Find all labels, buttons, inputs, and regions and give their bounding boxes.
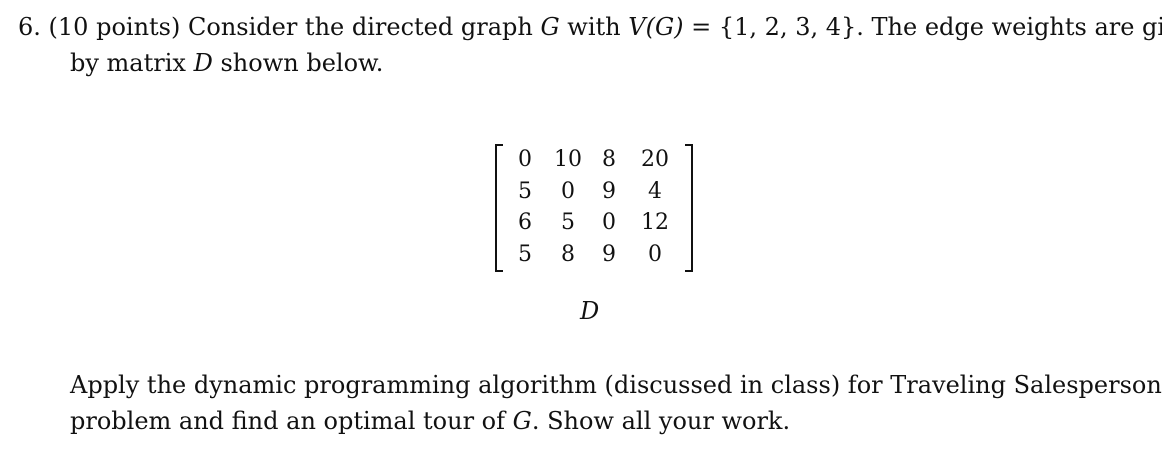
matrix-cell: 5 bbox=[561, 210, 575, 235]
vertex-set: {1, 2, 3, 4}. bbox=[718, 13, 864, 41]
matrix-cell: 5 bbox=[518, 179, 532, 204]
matrix-cell: 0 bbox=[648, 242, 662, 267]
statement-text: shown below. bbox=[220, 49, 384, 77]
matrix-cell: 8 bbox=[561, 242, 575, 267]
matrix-cell: 9 bbox=[602, 242, 616, 267]
statement-text: by matrix bbox=[70, 49, 186, 77]
matrix-cell: 8 bbox=[602, 147, 616, 172]
graph-variable: G bbox=[512, 407, 532, 435]
problem-statement-line-1: 6. (10 points) Consider the directed gra… bbox=[18, 12, 1162, 42]
matrix-label: D bbox=[580, 297, 600, 325]
matrix-left-bracket bbox=[495, 144, 503, 272]
problem-number: 6. bbox=[18, 13, 41, 41]
statement-text: with bbox=[567, 13, 621, 41]
matrix-cell: 6 bbox=[518, 210, 532, 235]
equals-sign: = bbox=[691, 13, 712, 41]
statement-text: . Show all your work. bbox=[531, 407, 791, 435]
statement-text: problem and find an optimal tour of bbox=[70, 407, 506, 435]
matrix-cell: 0 bbox=[518, 147, 532, 172]
matrix-cell: 5 bbox=[518, 242, 532, 267]
matrix-cell: 10 bbox=[554, 147, 582, 172]
statement-text: The edge weights are given bbox=[871, 13, 1162, 41]
matrix-cell: 0 bbox=[561, 179, 575, 204]
statement-text: Consider the directed graph bbox=[188, 13, 533, 41]
weight-matrix: 0 10 8 20 5 0 9 4 6 5 0 12 5 8 9 0 bbox=[495, 144, 693, 272]
graph-variable: G bbox=[540, 13, 560, 41]
matrix-cell: 12 bbox=[641, 210, 669, 235]
vertex-set-expression: V(G) bbox=[628, 13, 684, 41]
problem-points: (10 points) bbox=[48, 13, 181, 41]
matrix-cell: 0 bbox=[602, 210, 616, 235]
matrix-right-bracket bbox=[685, 144, 693, 272]
problem-statement-line-2: by matrix D shown below. bbox=[70, 48, 383, 78]
instruction-line-1: Apply the dynamic programming algorithm … bbox=[70, 371, 1162, 399]
matrix-variable: D bbox=[193, 49, 213, 77]
matrix-cell: 9 bbox=[602, 179, 616, 204]
matrix-cell: 20 bbox=[641, 147, 669, 172]
matrix-cell: 4 bbox=[648, 179, 662, 204]
instruction-line-2: problem and find an optimal tour of G. S… bbox=[70, 406, 790, 436]
